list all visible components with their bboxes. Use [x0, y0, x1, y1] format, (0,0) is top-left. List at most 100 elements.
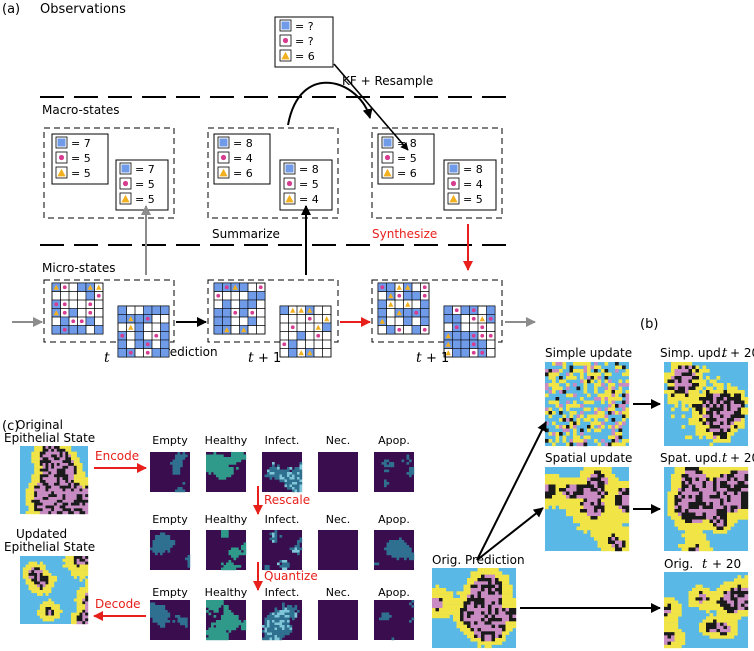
count-label: = 8	[463, 163, 483, 176]
svg-text:+ 20: + 20	[730, 346, 754, 360]
svg-text:Spat. upd.: Spat. upd.	[660, 451, 722, 465]
count-label: = 5	[135, 193, 155, 206]
channel-map-0-1	[206, 452, 247, 492]
svg-text:+ 20: + 20	[712, 557, 741, 571]
macro-container-1	[43, 127, 175, 219]
triangle-icon	[219, 168, 228, 177]
channel-title-1-0: Empty	[152, 513, 188, 526]
count-label: = 8	[233, 137, 253, 150]
spatial-update-title: Spatial update	[545, 451, 632, 465]
count-label: = 5	[135, 178, 155, 191]
count-label: = 6	[397, 167, 417, 180]
updated-state-line1: Updated	[16, 527, 67, 541]
channel-title-2-2: Infect.	[265, 586, 300, 599]
channel-map-0-2	[262, 452, 303, 493]
observation-box: = ?= ?= 6	[274, 16, 334, 68]
circle-icon	[450, 180, 457, 187]
channel-map-1-4	[374, 530, 415, 570]
summarize-label: Summarize	[212, 227, 280, 241]
panel-b-label: (b)	[640, 317, 658, 332]
channel-map-2-4	[374, 600, 415, 641]
svg-text:+ 20: + 20	[730, 451, 754, 465]
original-state-line2: Epithelial State	[4, 431, 95, 445]
time-label-2: t + 1	[248, 350, 281, 366]
micro-grid-3-front	[443, 305, 496, 358]
macro-box-1-back: = 7 = 5 = 5	[51, 133, 109, 185]
macro-box-3-back: = 8= 5= 6	[377, 133, 435, 185]
channel-title-1-4: Apop.	[378, 513, 410, 526]
panel-c-label: (c)	[2, 419, 19, 434]
count-label: = ?	[295, 20, 314, 33]
micro-grid-1-back	[51, 282, 104, 335]
count-label: = 4	[233, 152, 253, 165]
channel-map-1-2	[262, 530, 303, 571]
channel-map-0-3	[318, 452, 358, 492]
channel-title-2-0: Empty	[152, 586, 188, 599]
square-icon	[121, 164, 130, 173]
decode-label: Decode	[95, 597, 141, 611]
orig-t20-map	[664, 572, 749, 649]
square-icon	[219, 138, 228, 147]
count-label: = 5	[397, 152, 417, 165]
triangle-icon	[285, 194, 294, 203]
count-label: = 5	[463, 193, 483, 206]
channel-map-1-3	[318, 530, 358, 570]
channel-map-1-1	[206, 530, 247, 571]
count-label: = 4	[463, 178, 483, 191]
svg-text:t: t	[702, 557, 708, 572]
triangle-icon	[383, 168, 392, 177]
circle-icon	[384, 154, 391, 161]
svg-text:Simp. upd.: Simp. upd.	[660, 346, 725, 360]
channel-title-0-4: Apop.	[378, 434, 410, 447]
kf-arrow	[333, 63, 409, 151]
micro-grid-3-back	[377, 282, 430, 335]
count-label: = 7	[71, 137, 91, 150]
kf-resample-label: KF + Resample	[342, 74, 433, 88]
updated-state-line2: Epithelial State	[4, 540, 95, 554]
channel-title-0-2: Infect.	[265, 434, 300, 447]
arrow-to-simple	[476, 421, 547, 561]
circle-icon	[58, 154, 65, 161]
micro-grid-2-front	[279, 305, 332, 358]
circle-icon	[220, 154, 227, 161]
channel-title-1-3: Nec.	[326, 513, 351, 526]
original-state-map	[20, 446, 89, 515]
channel-map-0-4	[374, 452, 415, 492]
count-label: = 5	[71, 167, 91, 180]
arrow-to-spatial	[476, 507, 544, 561]
quantize-label: Quantize	[264, 569, 318, 583]
channel-map-1-0	[150, 530, 191, 570]
channel-map-2-3	[318, 600, 358, 640]
channel-title-1-1: Healthy	[205, 513, 248, 526]
count-label: = 5	[299, 178, 319, 191]
micro-container-1	[43, 279, 175, 343]
count-label: = 6	[295, 50, 315, 63]
svg-text:t: t	[248, 350, 254, 366]
kf-curved-arrow	[287, 81, 373, 126]
spat-upd-t20-title: Spat. upd. t + 20	[660, 451, 754, 466]
macro-box-1-front: = 7= 5= 5	[115, 159, 169, 211]
updated-state-map	[20, 556, 89, 625]
macro-states-label: Macro-states	[42, 103, 120, 117]
channel-title-0-0: Empty	[152, 434, 188, 447]
micro-states-label: Micro-states	[42, 261, 116, 275]
rescale-label: Rescale	[264, 493, 310, 507]
macro-container-2	[207, 127, 339, 219]
macro-box-2-back: = 8= 4= 6	[213, 133, 271, 185]
orig-t20-title: Orig. t + 20	[664, 557, 741, 572]
orig-prediction-map	[432, 568, 517, 649]
spat-upd-t20-map	[664, 467, 749, 552]
time-label-3: t + 1	[416, 350, 449, 366]
channel-map-2-1	[206, 600, 247, 641]
spatial-update-map	[545, 467, 630, 552]
channel-title-2-1: Healthy	[205, 586, 248, 599]
micro-container-3	[371, 279, 503, 343]
circle-icon	[286, 180, 293, 187]
time-label-1: t	[104, 350, 110, 366]
svg-text:t: t	[722, 346, 728, 361]
count-label: = 5	[71, 152, 91, 165]
square-icon	[57, 138, 66, 147]
macro-container-3	[371, 127, 503, 219]
triangle-icon	[57, 168, 66, 177]
